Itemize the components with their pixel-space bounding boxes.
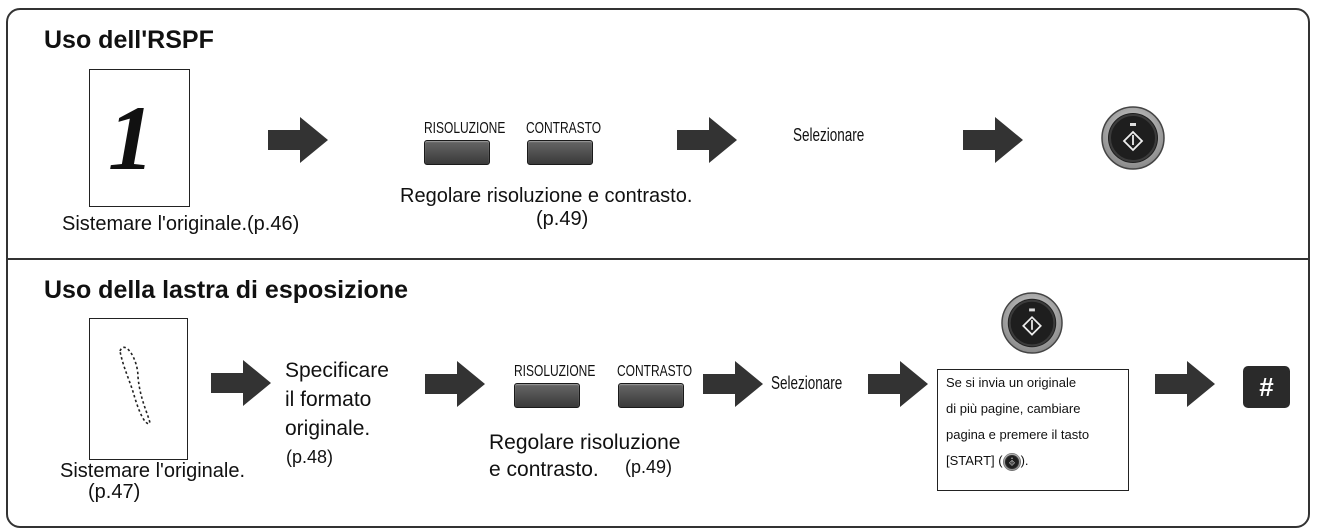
arrow-right-icon — [425, 361, 485, 407]
original-outline-icon — [119, 346, 151, 425]
document-icon: 1 — [89, 69, 190, 207]
adjust-caption: Regolare risoluzione e contrasto. — [400, 185, 693, 207]
arrow-right-icon — [268, 117, 328, 163]
specify-line-1: Specificare — [285, 359, 389, 382]
glass-adjust-line-1: Regolare risoluzione — [489, 431, 681, 454]
place-caption-text: Sistemare l'originale. — [62, 213, 248, 235]
document-number: 1 — [108, 87, 154, 189]
note-line-4: [START] (). — [938, 448, 1128, 474]
glass-adjust-line-2: e contrasto. — [489, 458, 599, 481]
select-label-2: Selezionare — [771, 373, 866, 394]
adjust-ref: (p.49) — [536, 208, 589, 230]
section-title-rspf: Uso dell'RSPF — [44, 26, 214, 54]
multipage-note: Se si invia un originale di più pagine, … — [937, 369, 1129, 491]
select-label-1: Selezionare — [793, 125, 888, 146]
glass-adjust-ref: (p.49) — [625, 457, 673, 477]
contrast-key[interactable] — [618, 383, 684, 408]
arrow-right-icon — [1155, 361, 1215, 407]
start-button-icon[interactable] — [1101, 106, 1165, 170]
glass-key-label-resolution-text: RISOLUZIONE — [514, 363, 596, 380]
note-line-4-end: ). — [1020, 453, 1029, 468]
arrow-right-icon — [211, 360, 271, 406]
section-title-glass: Uso della lastra di esposizione — [44, 276, 409, 304]
specify-caption: Specificare il formato originale. — [285, 356, 389, 443]
specify-line-3: originale. — [285, 417, 371, 440]
arrow-right-icon — [868, 361, 928, 407]
section-divider — [7, 258, 1309, 260]
arrow-right-icon — [703, 361, 763, 407]
select-label-2-text: Selezionare — [771, 373, 843, 393]
arrow-right-icon — [963, 117, 1023, 163]
glass-place-ref: (p.47) — [88, 481, 141, 503]
key-label-resolution: RISOLUZIONE — [424, 120, 532, 138]
key-label-resolution-text: RISOLUZIONE — [424, 120, 506, 137]
glass-key-label-resolution: RISOLUZIONE — [514, 363, 622, 381]
specify-line-2: il formato — [285, 388, 372, 411]
place-original-caption: Sistemare l'originale.(p.46) — [62, 213, 299, 236]
key-label-contrast-text: CONTRASTO — [526, 120, 602, 137]
start-button-icon[interactable] — [1001, 292, 1063, 354]
specify-ref: (p.48) — [286, 447, 334, 467]
key-label-contrast: CONTRASTO — [526, 120, 626, 138]
start-button-icon — [1003, 453, 1021, 471]
glass-place-caption: Sistemare l'originale. — [60, 460, 246, 482]
note-line-1: Se si invia un originale — [946, 375, 1077, 390]
contrast-key[interactable] — [527, 140, 593, 165]
resolution-key[interactable] — [424, 140, 490, 165]
note-line-3: pagina e premere il tasto — [946, 427, 1090, 442]
place-caption-ref: (p.46) — [247, 213, 300, 235]
note-line-4-text: [START] ( — [946, 453, 1003, 468]
resolution-key[interactable] — [514, 383, 580, 408]
hash-key-button[interactable]: # — [1243, 366, 1290, 408]
glass-key-label-contrast-text: CONTRASTO — [617, 363, 693, 380]
document-icon — [89, 318, 188, 460]
arrow-right-icon — [677, 117, 737, 163]
note-line-2: di più pagine, cambiare — [946, 401, 1081, 416]
select-label-1-text: Selezionare — [793, 125, 865, 145]
glass-key-label-contrast: CONTRASTO — [617, 363, 717, 381]
